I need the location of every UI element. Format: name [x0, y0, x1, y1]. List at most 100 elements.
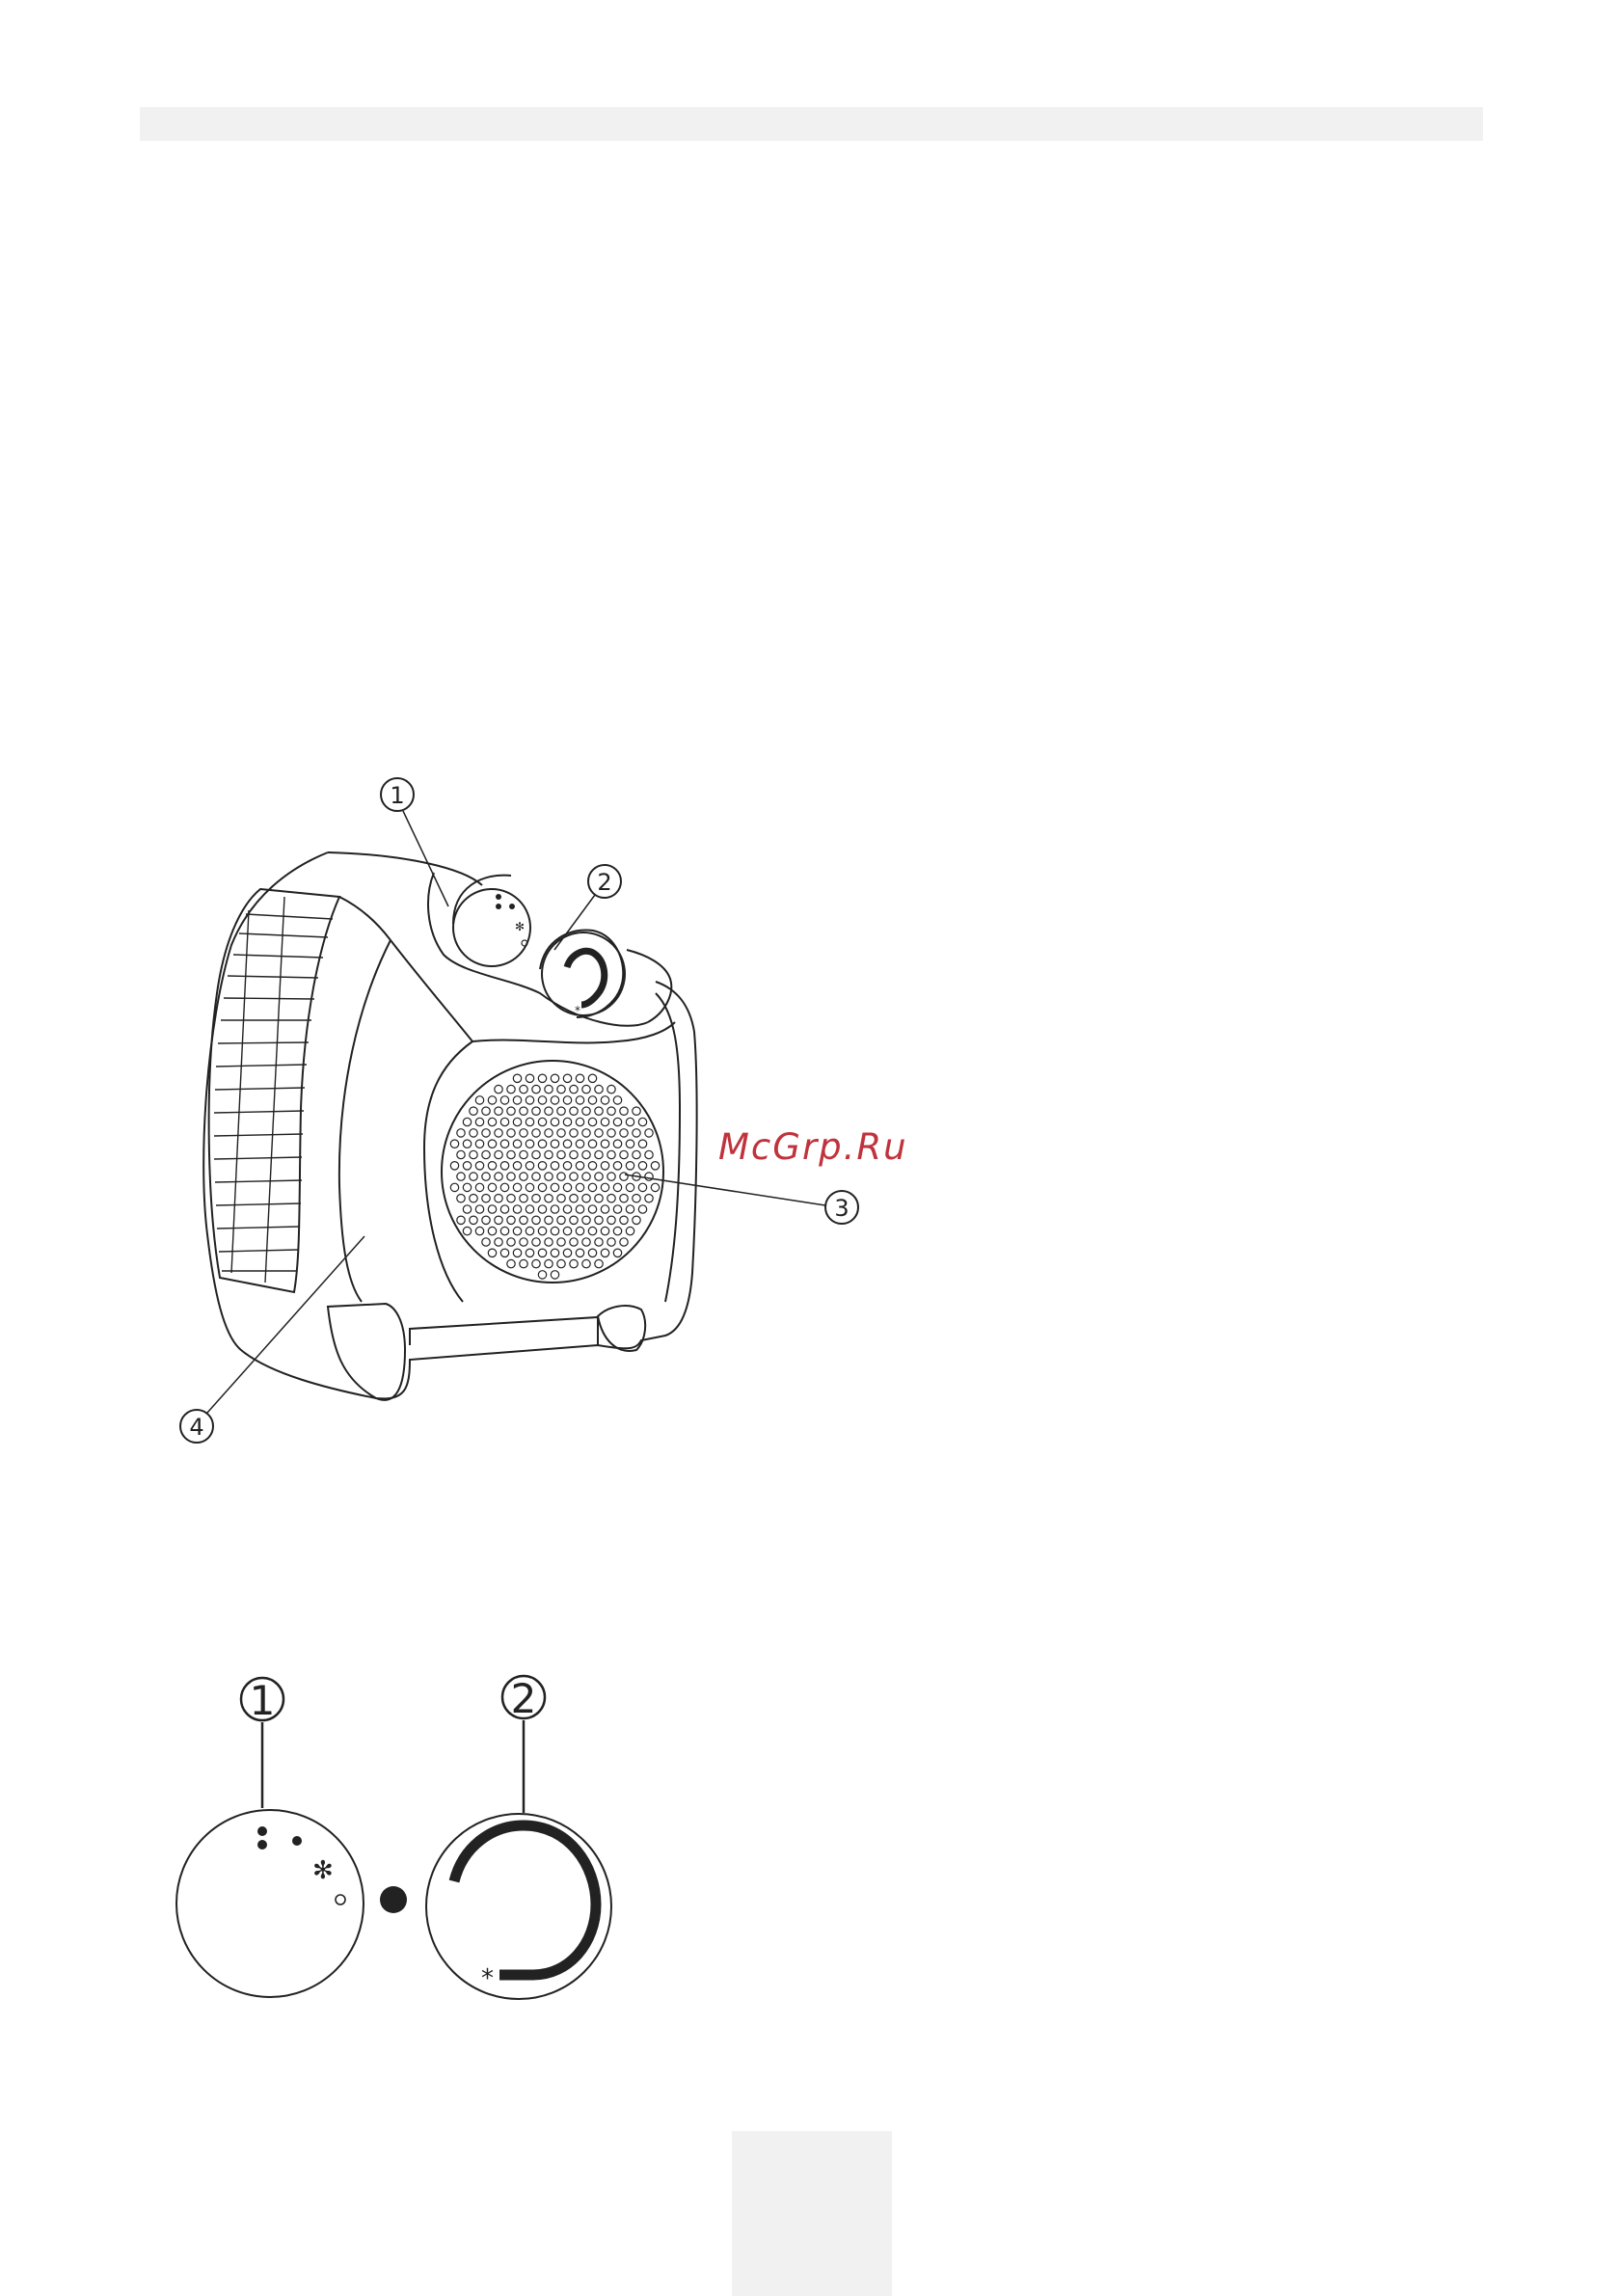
grille-hole: [470, 1129, 477, 1137]
grille-hole: [557, 1150, 565, 1158]
grille-hole: [532, 1173, 540, 1180]
grille-hole: [482, 1238, 490, 1246]
grille-hole: [576, 1140, 583, 1148]
grille-hole: [551, 1162, 558, 1170]
grille-hole: [613, 1227, 621, 1234]
grille-hole: [551, 1183, 558, 1191]
grille-hole: [520, 1129, 527, 1137]
grille-hole: [551, 1074, 558, 1082]
grille-hole: [520, 1150, 527, 1158]
grille-hole: [570, 1216, 578, 1224]
grille-hole: [626, 1118, 634, 1125]
grille-hole: [513, 1074, 521, 1082]
grille-hole: [538, 1205, 546, 1213]
grille-hole: [613, 1205, 621, 1213]
grille-hole: [551, 1096, 558, 1104]
grille-hole: [588, 1096, 596, 1104]
grille-hole: [557, 1259, 565, 1267]
grille-hole: [626, 1183, 634, 1191]
grille-hole: [482, 1173, 490, 1180]
grille-hole: [557, 1238, 565, 1246]
grille-hole: [638, 1183, 646, 1191]
grille-hole: [601, 1227, 608, 1234]
grille-hole: [495, 1173, 502, 1180]
grille-hole: [557, 1107, 565, 1115]
grille-hole: [513, 1183, 521, 1191]
grille-hole: [463, 1140, 471, 1148]
grille-hole: [576, 1249, 583, 1256]
grille-hole: [526, 1205, 533, 1213]
grille-hole: [532, 1085, 540, 1093]
grille-hole: [588, 1074, 596, 1082]
grille-hole: [607, 1195, 615, 1202]
grille-hole: [588, 1205, 596, 1213]
callout-1: 1: [381, 778, 448, 906]
grille-hole: [582, 1195, 590, 1202]
grille-hole: [500, 1205, 508, 1213]
grille-hole: [500, 1183, 508, 1191]
grille-hole: [563, 1074, 571, 1082]
grille-hole: [545, 1238, 553, 1246]
grille-hole: [526, 1249, 533, 1256]
grille-hole: [545, 1150, 553, 1158]
grille-hole: [457, 1216, 465, 1224]
grille-hole: [532, 1150, 540, 1158]
grille-hole: [620, 1195, 628, 1202]
grille-hole: [538, 1074, 546, 1082]
grille-hole: [588, 1140, 596, 1148]
grille-hole: [538, 1162, 546, 1170]
grille-hole: [576, 1074, 583, 1082]
grille-hole: [570, 1238, 578, 1246]
grille-hole: [526, 1096, 533, 1104]
callout-3-label: 3: [834, 1195, 849, 1222]
grille-hole: [520, 1107, 527, 1115]
dial-2-frost-symbol: *: [481, 1964, 494, 1993]
grille-hole: [488, 1205, 496, 1213]
grille-hole: [651, 1183, 659, 1191]
grille-hole: [470, 1150, 477, 1158]
grille-hole: [613, 1183, 621, 1191]
grille-hole: [463, 1227, 471, 1234]
grille-hole: [463, 1162, 471, 1170]
grille-hole: [563, 1162, 571, 1170]
grille-hole: [638, 1162, 646, 1170]
grille-hole: [607, 1238, 615, 1246]
grille-hole: [563, 1183, 571, 1191]
grille-hole: [576, 1118, 583, 1125]
grille-hole: [563, 1096, 571, 1104]
grille-hole: [475, 1118, 483, 1125]
grille-hole: [576, 1096, 583, 1104]
grille-hole: [551, 1118, 558, 1125]
grille-hole: [500, 1118, 508, 1125]
grille-hole: [633, 1195, 640, 1202]
grille-hole: [538, 1140, 546, 1148]
grille-hole: [620, 1238, 628, 1246]
grille-hole: [488, 1183, 496, 1191]
grille-hole: [513, 1205, 521, 1213]
grille-hole: [450, 1183, 458, 1191]
grille-hole: [545, 1085, 553, 1093]
grille-hole: [582, 1173, 590, 1180]
grille-hole: [626, 1227, 634, 1234]
heater-body: [203, 852, 696, 1400]
grille-hole: [626, 1140, 634, 1148]
grille-hole: [520, 1259, 527, 1267]
grille-hole: [595, 1238, 603, 1246]
grille-hole: [495, 1129, 502, 1137]
grille-hole: [570, 1195, 578, 1202]
grille-hole: [607, 1107, 615, 1115]
grille-hole: [538, 1227, 546, 1234]
grille-hole: [613, 1162, 621, 1170]
grille-hole: [470, 1216, 477, 1224]
grille-hole: [538, 1271, 546, 1279]
grille-hole: [545, 1173, 553, 1180]
grille-hole: [495, 1085, 502, 1093]
grille-hole: [563, 1227, 571, 1234]
grille-hole: [532, 1216, 540, 1224]
grille-hole: [557, 1216, 565, 1224]
grille-hole: [507, 1150, 515, 1158]
grille-hole: [576, 1205, 583, 1213]
grille-hole: [495, 1195, 502, 1202]
grille-hole: [495, 1107, 502, 1115]
grille-hole: [620, 1216, 628, 1224]
